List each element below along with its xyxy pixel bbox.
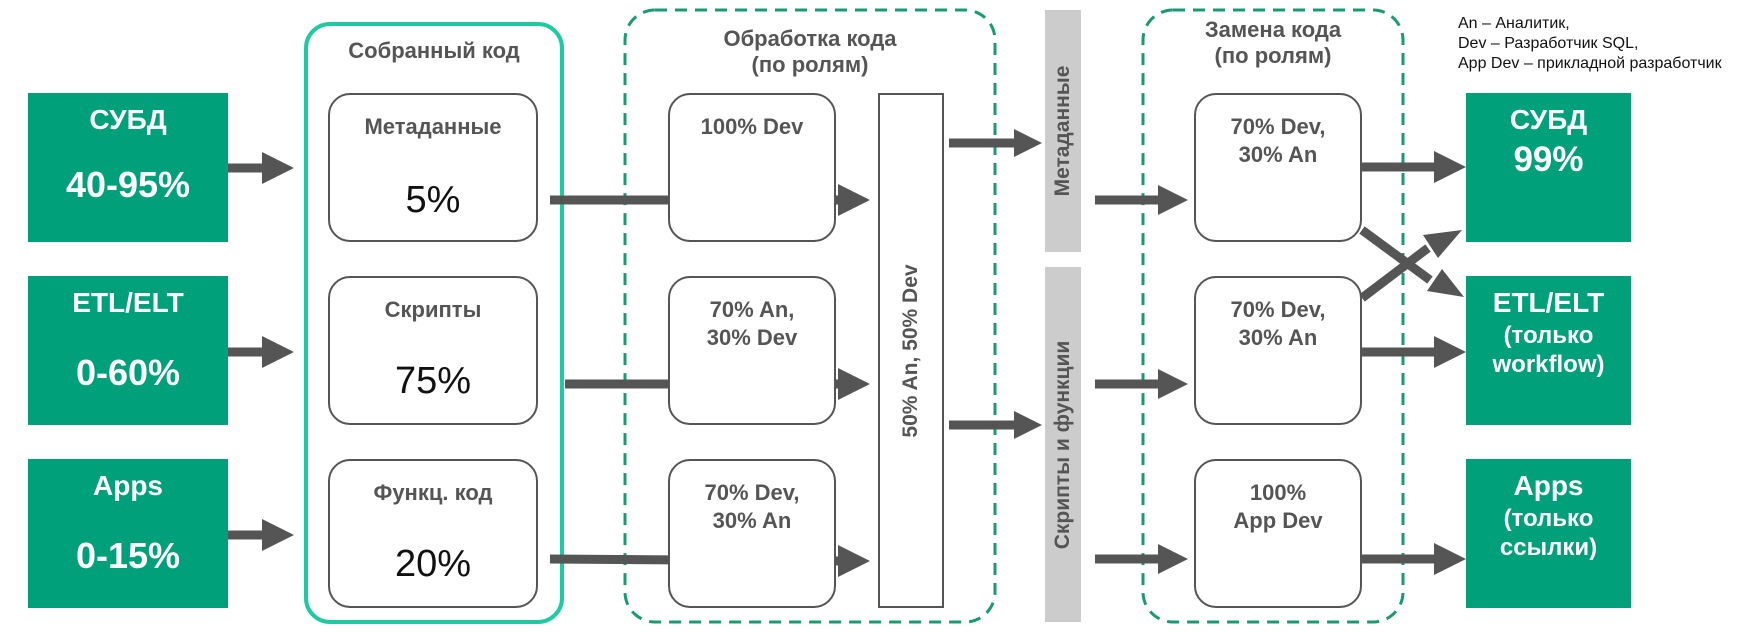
category-scripts-label: Скрипты и функции — [1051, 340, 1074, 549]
collected-card-label: Функц. код — [373, 480, 493, 505]
target-subd-name: СУБД — [1509, 104, 1588, 135]
replacement-card-line1: 70% Dev, — [1230, 114, 1326, 139]
replacement-card-line2: App Dev — [1233, 508, 1323, 533]
processing-card-2: 70% An, 30% Dev — [668, 276, 836, 425]
target-etl-line2: (только — [1503, 322, 1594, 349]
source-etl-value: 0-60% — [75, 352, 181, 393]
collected-card-func: Функц. код 20% — [328, 459, 538, 608]
source-apps-value: 0-15% — [75, 535, 181, 576]
category-metadata-label: Метаданные — [1051, 65, 1074, 197]
processing-shared-bar: 50% An, 50% Dev — [878, 93, 944, 608]
processing-card-line1: 70% An, — [709, 297, 795, 322]
processing-title: Обработка кода (по ролям) — [625, 26, 995, 78]
target-apps-line2: (только — [1503, 505, 1594, 532]
processing-card-line1: 100% Dev — [700, 114, 804, 139]
collected-card-label: Скрипты — [384, 297, 482, 322]
collected-card-label: Метаданные — [364, 114, 502, 139]
replacement-card-line1: 100% — [1249, 480, 1307, 505]
replacement-card-line2: 30% An — [1238, 325, 1318, 350]
replacement-title-line2: (по ролям) — [1214, 43, 1332, 68]
target-apps: Apps (только ссылки) — [1466, 459, 1631, 608]
target-etl: ETL/ELT (только workflow) — [1466, 276, 1631, 425]
processing-card-line2: 30% Dev — [706, 325, 798, 350]
replacement-title-line1: Замена кода — [1204, 17, 1342, 42]
collected-card-value: 20% — [394, 543, 472, 585]
category-metadata: Метаданные — [1045, 10, 1081, 252]
legend: An – Аналитик, Dev – Разработчик SQL, Ap… — [1458, 14, 1758, 74]
source-etl-name: ETL/ELT — [72, 287, 184, 318]
target-subd-value: 99% — [1513, 140, 1584, 179]
processing-card-line2: 30% An — [712, 508, 792, 533]
legend-appdev: App Dev – прикладной разработчик — [1458, 55, 1722, 72]
processing-frame — [623, 8, 997, 624]
replacement-card-line2: 30% An — [1238, 142, 1318, 167]
source-subd-value: 40-95% — [65, 164, 191, 205]
collected-title: Собранный код — [348, 38, 520, 63]
collected-card-metadata: Метаданные 5% — [328, 93, 538, 242]
collected-card-value: 75% — [394, 360, 472, 402]
target-apps-line3: ссылки) — [1499, 534, 1598, 561]
source-etl: ETL/ELT 0-60% — [28, 276, 228, 425]
category-scripts: Скрипты и функции — [1045, 267, 1081, 622]
source-subd: СУБД 40-95% — [28, 93, 228, 242]
replacement-frame — [1141, 8, 1405, 624]
processing-card-1: 100% Dev — [668, 93, 836, 242]
collected-frame — [304, 22, 564, 624]
processing-title-line2: (по ролям) — [751, 52, 869, 77]
source-apps: Apps 0-15% — [28, 459, 228, 608]
arrow-cross-down — [1359, 226, 1433, 284]
legend-dev: Dev – Разработчик SQL, — [1458, 35, 1639, 52]
target-subd: СУБД 99% — [1466, 93, 1631, 242]
collected-card-scripts: Скрипты 75% — [328, 276, 538, 425]
processing-title-line1: Обработка кода — [723, 26, 897, 51]
processing-shared-bar-label: 50% An, 50% Dev — [899, 263, 922, 438]
processing-card-line1: 70% Dev, — [704, 480, 800, 505]
target-etl-line3: workflow) — [1492, 351, 1605, 378]
source-subd-name: СУБД — [89, 104, 167, 135]
target-apps-name: Apps — [1513, 470, 1584, 501]
replacement-card-line1: 70% Dev, — [1230, 297, 1326, 322]
replacement-title: Замена кода (по ролям) — [1143, 17, 1403, 69]
replacement-card-2: 70% Dev, 30% An — [1194, 276, 1362, 425]
collected-card-value: 5% — [405, 179, 461, 221]
legend-an: An – Аналитик, — [1458, 15, 1570, 32]
replacement-card-1: 70% Dev, 30% An — [1194, 93, 1362, 242]
arrow-cross-up — [1359, 244, 1431, 302]
replacement-card-3: 100% App Dev — [1194, 459, 1362, 608]
processing-card-3: 70% Dev, 30% An — [668, 459, 836, 608]
target-etl-name: ETL/ELT — [1492, 287, 1605, 318]
source-apps-name: Apps — [93, 470, 163, 501]
